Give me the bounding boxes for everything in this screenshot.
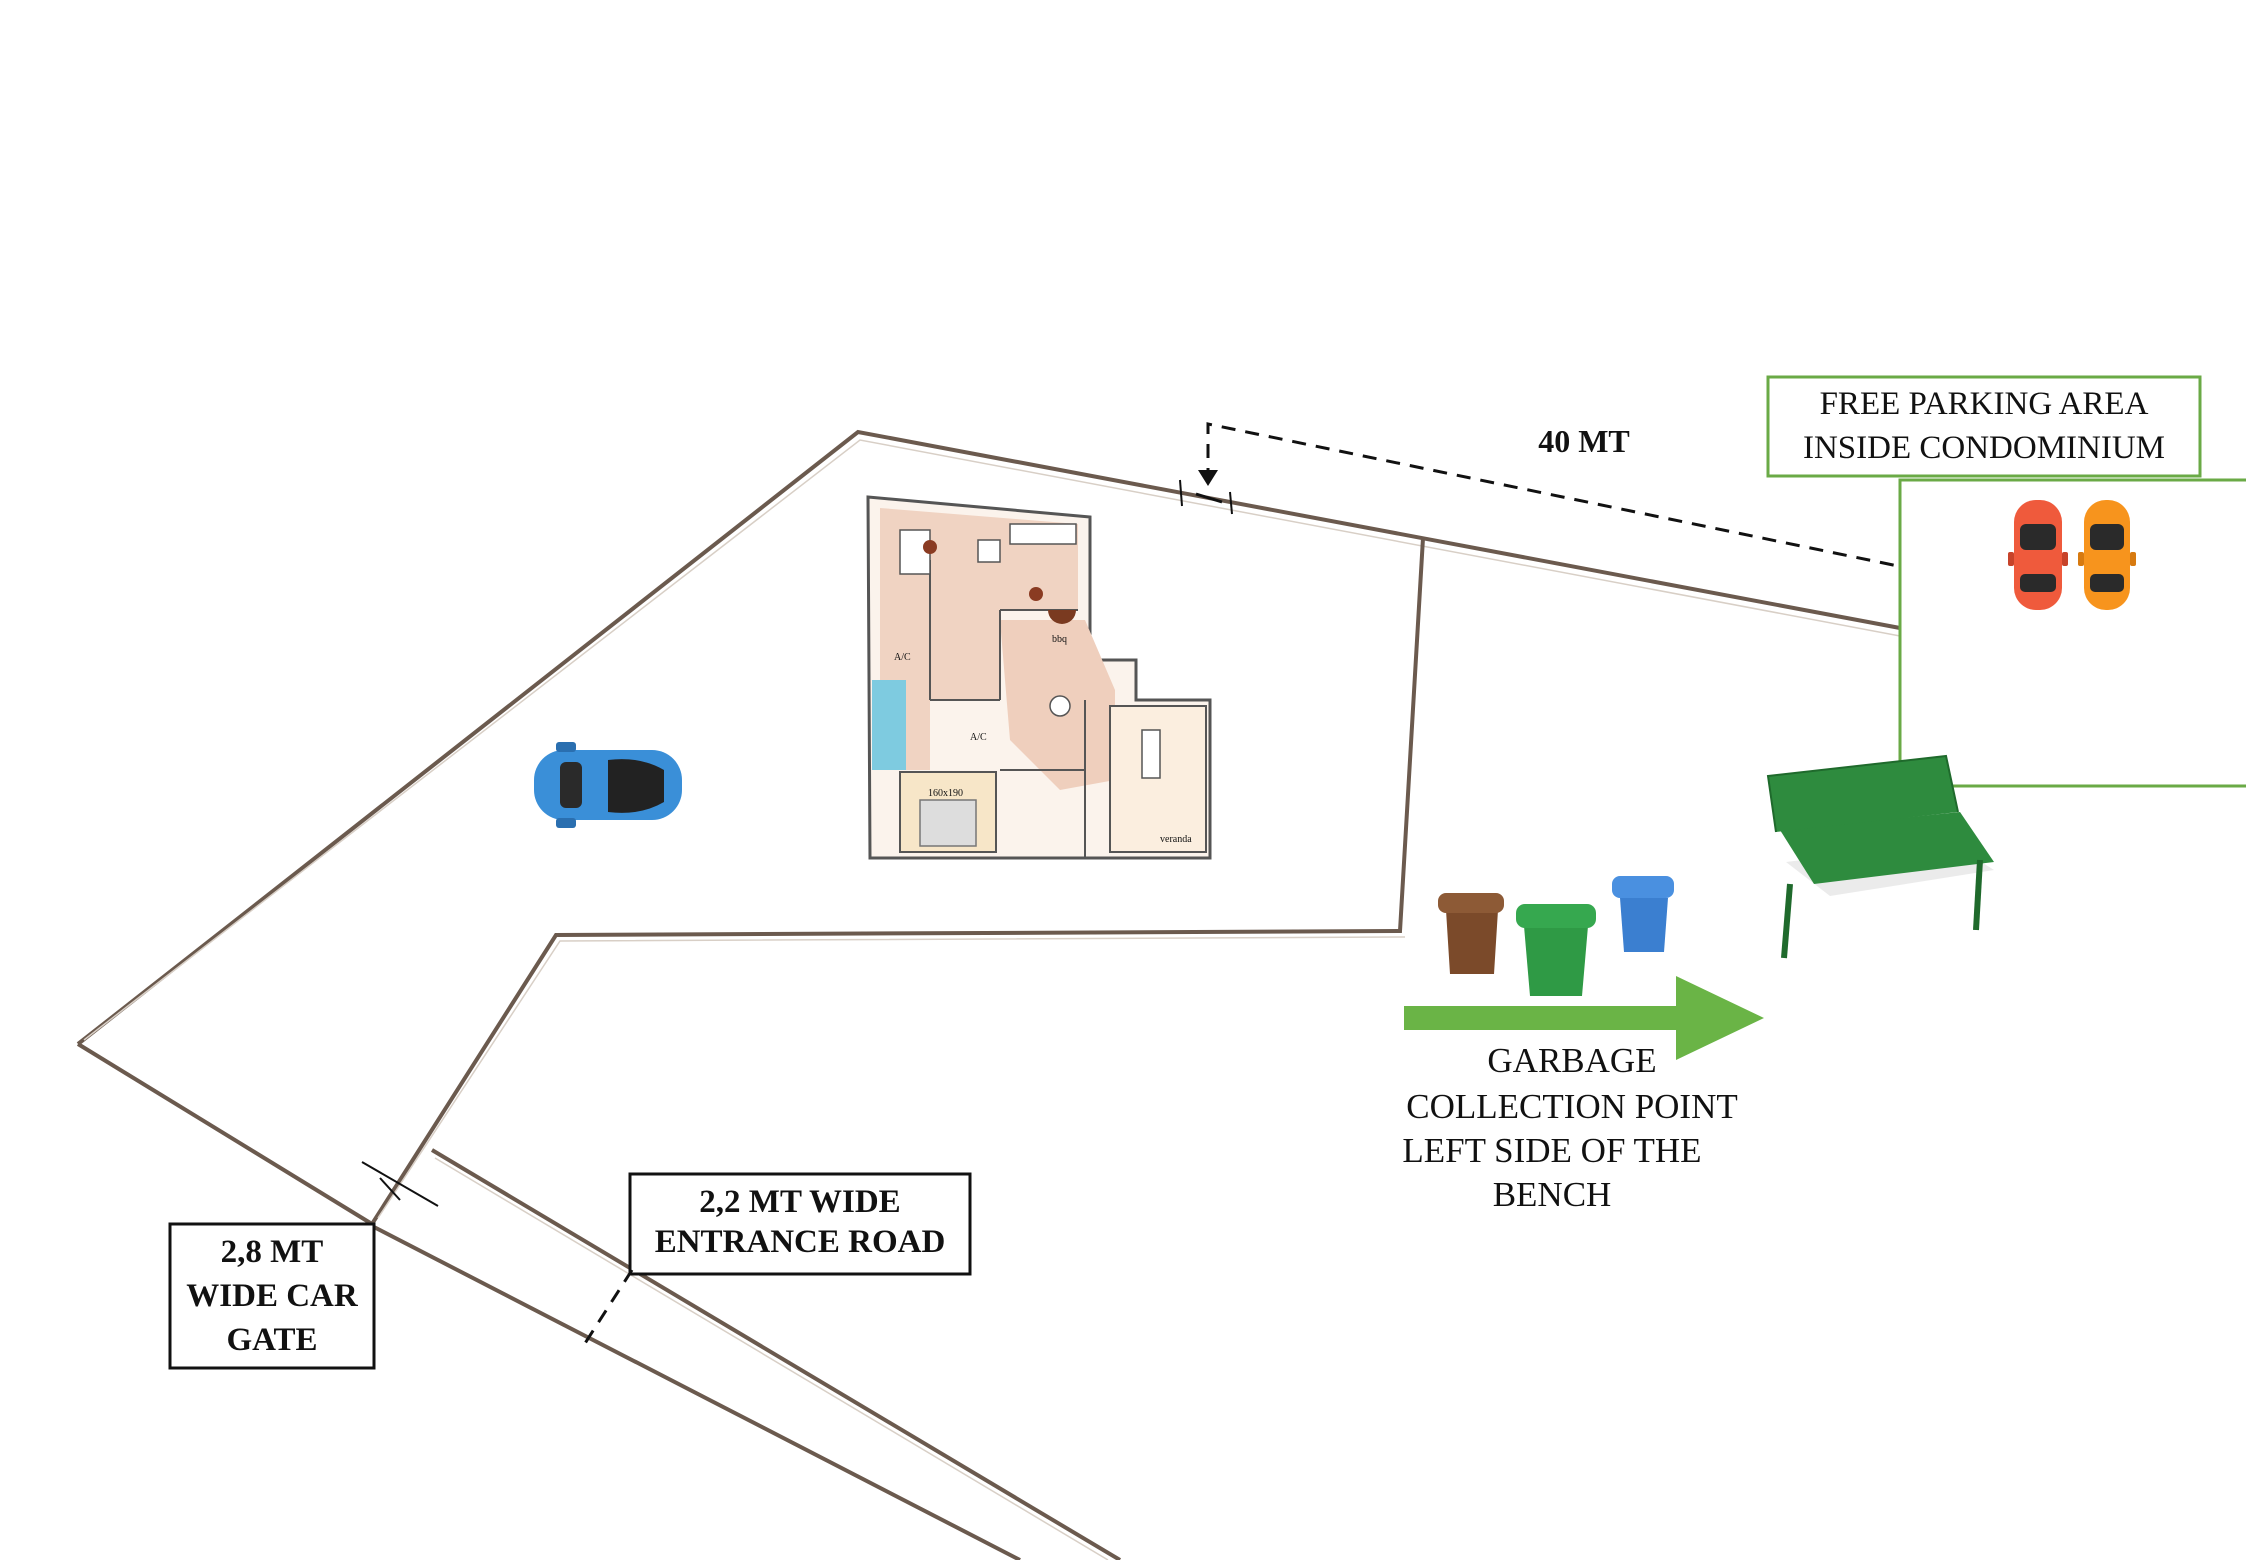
orange-car-icon xyxy=(2078,500,2136,610)
blue-car-icon xyxy=(534,742,682,828)
green-bin-icon xyxy=(1516,904,1596,996)
car-gate-label: 2,8 MT WIDE CAR GATE xyxy=(168,1222,376,1370)
top-gate-tick xyxy=(1179,479,1233,515)
arrow-down-icon xyxy=(1198,470,1218,486)
garbage-line4: BENCH xyxy=(1493,1175,1612,1214)
garbage-line3: LEFT SIDE OF THE xyxy=(1402,1131,1701,1170)
car-gate-line2: WIDE CAR xyxy=(186,1278,359,1314)
distance-label: 40 MT xyxy=(1538,423,1630,459)
plot-boundary xyxy=(76,429,1901,1226)
parking-title-line1: FREE PARKING AREA xyxy=(1820,386,2149,422)
distance-dashed-line xyxy=(1198,422,1899,568)
floorplan-bbq-label: bbq xyxy=(1052,634,1067,645)
brown-bin-icon xyxy=(1438,893,1504,974)
direction-arrow-icon xyxy=(1404,976,1764,1060)
floorplan-ac-label-2: A/C xyxy=(970,732,987,743)
red-car-icon xyxy=(2008,500,2068,610)
entrance-road-line1: 2,2 MT WIDE xyxy=(699,1184,900,1220)
entrance-road-lines xyxy=(371,1148,1122,1560)
garbage-label: GARBAGE COLLECTION POINT LEFT SIDE OF TH… xyxy=(1402,1041,1737,1214)
entrance-road-label: 2,2 MT WIDE ENTRANCE ROAD xyxy=(580,1172,972,1349)
floorplan-bed-label: 160x190 xyxy=(928,788,963,799)
blue-bin-icon xyxy=(1612,876,1674,952)
bench-icon xyxy=(1766,754,1994,959)
entrance-road-line2: ENTRANCE ROAD xyxy=(655,1224,946,1260)
car-gate-line3: GATE xyxy=(226,1322,317,1358)
garbage-line1: GARBAGE xyxy=(1487,1041,1656,1080)
parking-title-line2: INSIDE CONDOMINIUM xyxy=(1803,430,2165,466)
floorplan-ac-label-1: A/C xyxy=(894,652,911,663)
gate-marker xyxy=(361,1161,439,1207)
floorplan-veranda-label: veranda xyxy=(1160,834,1192,845)
house-floorplan: bbq A/C A/C 160x190 veranda xyxy=(866,495,1212,860)
parking-area: FREE PARKING AREA INSIDE CONDOMINIUM xyxy=(1766,375,2246,788)
car-gate-line1: 2,8 MT xyxy=(221,1234,324,1270)
garbage-line2: COLLECTION POINT xyxy=(1406,1087,1738,1126)
